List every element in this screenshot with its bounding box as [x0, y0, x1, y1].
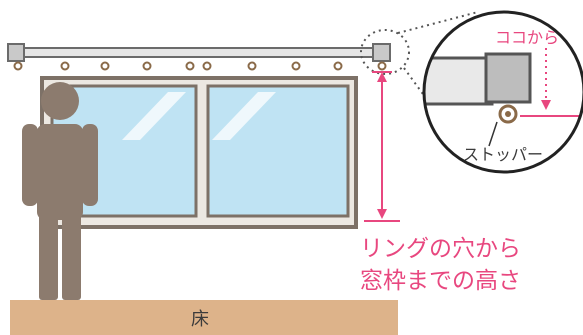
rail-end-cap-left: [7, 43, 25, 62]
zoom-end-cap: [484, 52, 532, 104]
measure-label-line1: リングの穴から: [360, 236, 521, 262]
ring: [185, 61, 195, 71]
window-pane-right: [206, 84, 350, 218]
zoom-arrow-head: [541, 100, 551, 110]
glass-reflection-left: [122, 92, 186, 140]
floor: 床: [10, 300, 398, 335]
ring: [202, 61, 212, 71]
floor-label: 床: [191, 309, 209, 330]
floor-strip: [10, 300, 398, 335]
measure-label-line2: 窓枠までの高さ: [360, 268, 521, 294]
zoom-ring-center: [505, 111, 511, 117]
glass-reflection-right: [212, 92, 276, 140]
ring: [247, 61, 257, 71]
ring: [100, 61, 110, 71]
magnifier-circle-icon: ココから ストッパー: [422, 10, 583, 174]
stopper-pointer: [488, 121, 498, 147]
zoom-here-label: ココから: [495, 28, 559, 47]
arrow-head-up: [377, 72, 387, 82]
ring: [142, 61, 152, 71]
highlight-circle: [360, 29, 410, 75]
measurement-arrow: [364, 71, 400, 222]
zoom-border: [422, 10, 583, 174]
curtain-rings: [13, 61, 387, 71]
curtain-rail: [7, 43, 391, 71]
zoom-connector-top: [397, 11, 479, 34]
zoom-ring: [498, 104, 518, 124]
ring: [377, 61, 387, 71]
ring: [333, 61, 343, 71]
stopper-label: ストッパー: [463, 145, 543, 164]
rail-end-cap-right: [372, 43, 391, 62]
ring: [60, 61, 70, 71]
arrow-head-down: [377, 209, 387, 219]
zoom-rail-bar: [424, 56, 494, 106]
person-silhouette-icon: [22, 82, 98, 300]
window: [40, 76, 358, 229]
ring: [13, 61, 23, 71]
rail-bar: [19, 47, 385, 58]
ring: [291, 61, 301, 71]
